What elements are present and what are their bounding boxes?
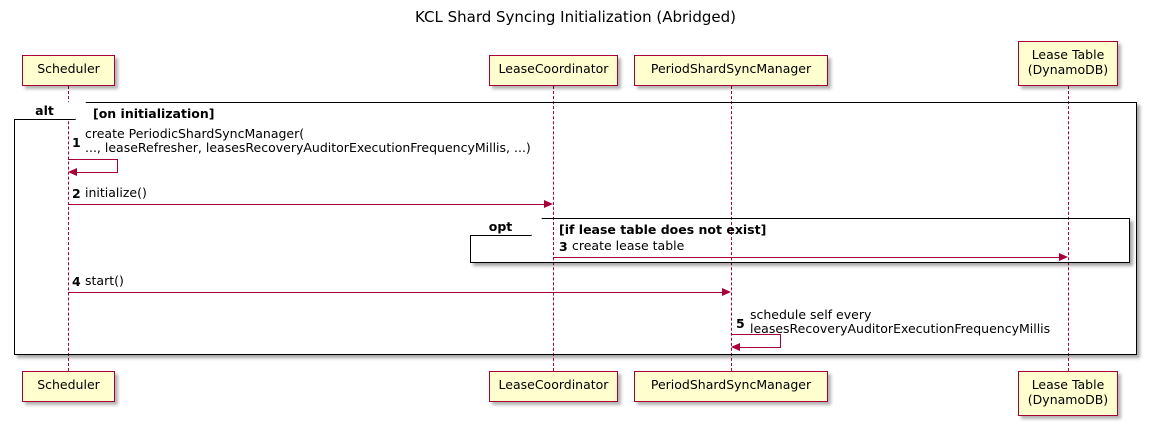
message-5-number: 5: [736, 316, 745, 331]
message-5-arrowhead: [731, 343, 740, 351]
message-1-arrow-bottom: [77, 172, 118, 173]
message-5-arrow-side: [780, 334, 781, 347]
lifeline-scheduler: [68, 86, 69, 371]
message-4-line: [68, 292, 723, 293]
message-4-text: start(): [85, 273, 124, 288]
message-3-line: [553, 257, 1060, 258]
alt-fragment-operator: alt: [14, 102, 86, 120]
message-3-text: create lease table: [572, 238, 685, 253]
opt-fragment-guard: [if lease table does not exist]: [559, 222, 767, 237]
message-2-line: [68, 204, 545, 205]
message-5-arrow-bottom: [740, 347, 781, 348]
participant-periodshardsyncmanager-top[interactable]: PeriodShardSyncManager: [634, 55, 828, 86]
opt-fragment: [470, 218, 1130, 263]
message-5-arrow-top: [731, 334, 781, 335]
alt-fragment: [14, 102, 1137, 355]
participant-leasetable-top[interactable]: Lease Table (DynamoDB): [1018, 41, 1118, 86]
message-1-number: 1: [72, 135, 81, 150]
participant-leasetable-bottom[interactable]: Lease Table (DynamoDB): [1018, 371, 1118, 416]
participant-scheduler-top[interactable]: Scheduler: [22, 55, 115, 86]
message-2-text: initialize(): [85, 185, 147, 200]
alt-fragment-guard: [on initialization]: [93, 106, 215, 121]
participant-periodshardsyncmanager-bottom[interactable]: PeriodShardSyncManager: [634, 371, 828, 402]
message-1-text: create PeriodicShardSyncManager( ..., le…: [85, 126, 531, 155]
participant-leasecoordinator-bottom[interactable]: LeaseCoordinator: [489, 371, 618, 402]
message-1-arrowhead: [68, 168, 77, 176]
message-3-number: 3: [559, 239, 568, 254]
opt-fragment-operator: opt: [470, 218, 542, 236]
message-1-arrow-top: [68, 159, 118, 160]
message-2-arrowhead: [544, 200, 553, 208]
lifeline-periodshardsyncmanager: [731, 86, 732, 371]
message-4-arrowhead: [722, 288, 731, 296]
message-5-text: schedule self every leasesRecoveryAudito…: [750, 307, 1051, 336]
message-3-arrowhead: [1059, 253, 1068, 261]
lifeline-leasetable: [1068, 86, 1069, 371]
lifeline-leasecoordinator: [553, 86, 554, 371]
page-title: KCL Shard Syncing Initialization (Abridg…: [415, 8, 736, 26]
participant-leasecoordinator-top[interactable]: LeaseCoordinator: [489, 55, 618, 86]
message-2-number: 2: [72, 186, 81, 201]
message-4-number: 4: [72, 274, 81, 289]
message-1-arrow-side: [117, 159, 118, 172]
participant-scheduler-bottom[interactable]: Scheduler: [22, 371, 115, 402]
